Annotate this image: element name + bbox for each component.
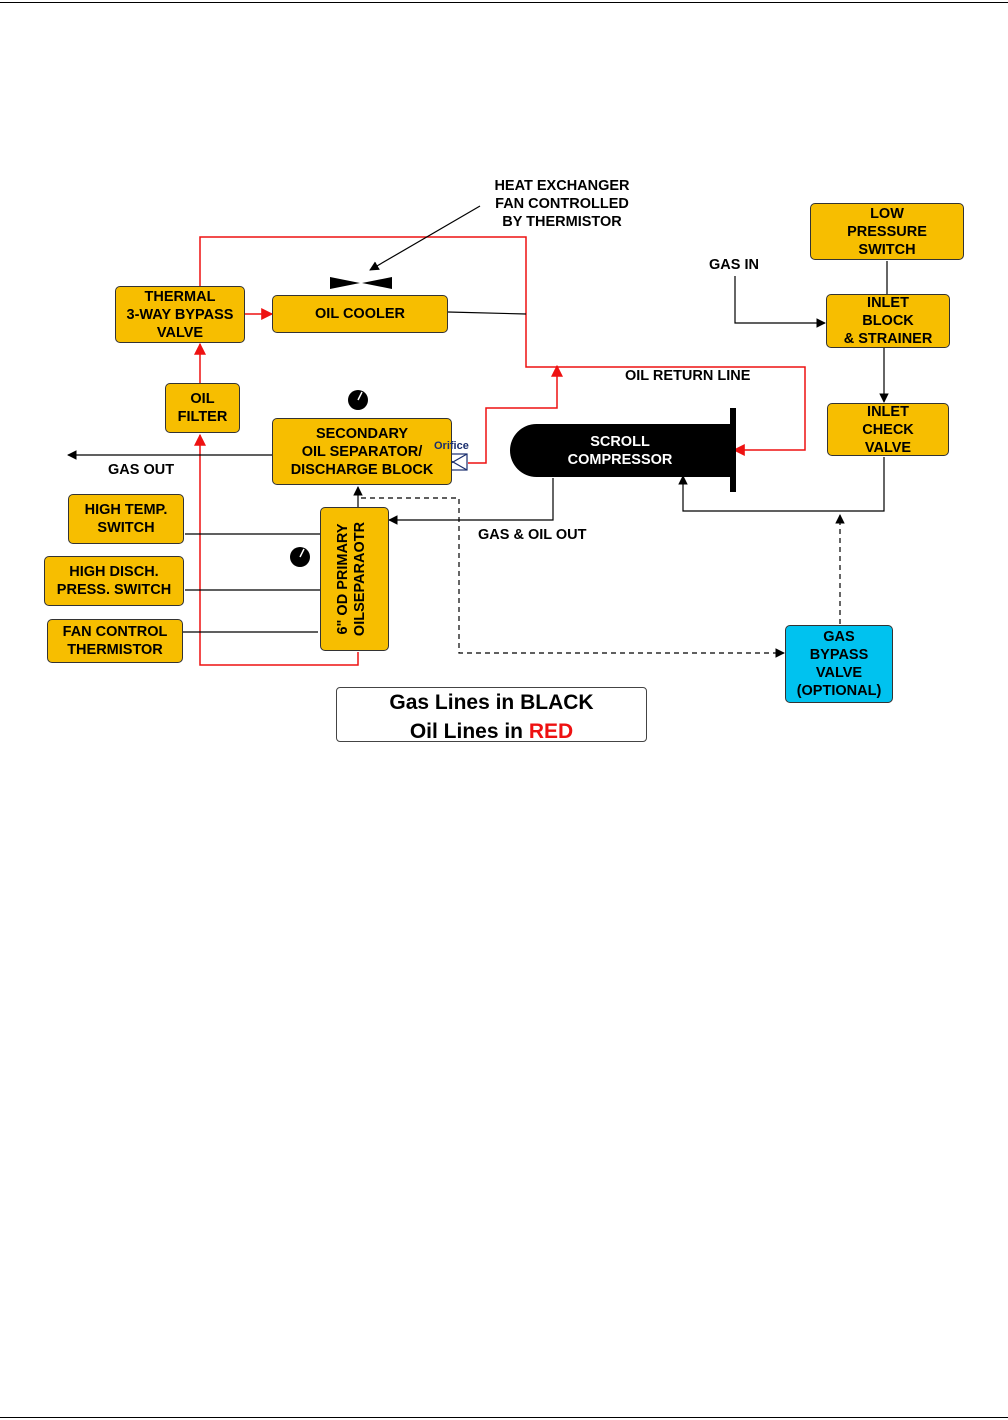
legend-gas-row: Gas Lines in BLACK xyxy=(389,691,594,714)
line-color-legend: Gas Lines in BLACK Oil Lines in RED xyxy=(336,687,647,743)
gas-line-compressor-out xyxy=(388,478,554,525)
gas-line-gas-in xyxy=(734,276,826,328)
oil-line-primary-to-filter xyxy=(194,433,359,666)
pressure-gauge-icon xyxy=(348,390,368,410)
primary-oil-separator-label: 6" OD PRIMARY OILSEPARAOTR xyxy=(334,521,368,637)
oil-line-top-loop xyxy=(199,236,806,456)
oil-line-orifice-return xyxy=(468,364,563,464)
oil-cooler: OIL COOLER xyxy=(272,295,448,333)
pressure-gauge-icon xyxy=(290,547,310,567)
inlet-block-strainer: INLET BLOCK & STRAINER xyxy=(826,294,950,348)
heat-exchanger-label: HEAT EXCHANGER FAN CONTROLLED BY THERMIS… xyxy=(494,178,630,230)
gas-oil-out-label: GAS & OIL OUT xyxy=(478,527,587,543)
secondary-oil-separator: SECONDARY OIL SEPARATOR/ DISCHARGE BLOCK xyxy=(272,418,452,485)
fan-control-thermistor: FAN CONTROL THERMISTOR xyxy=(47,619,183,663)
oil-return-line-label: OIL RETURN LINE xyxy=(625,368,751,384)
gas-lines xyxy=(67,205,889,633)
fan-icon xyxy=(330,277,392,289)
gas-in-label: GAS IN xyxy=(709,257,759,273)
high-temp-switch: HIGH TEMP. SWITCH xyxy=(68,494,184,544)
legend-oil-color: RED xyxy=(528,720,574,743)
line-cooler-to-return xyxy=(447,311,527,315)
legend-gas-color: BLACK xyxy=(520,691,594,714)
compressor-flange xyxy=(730,408,736,492)
high-disch-press-switch: HIGH DISCH. PRESS. SWITCH xyxy=(44,556,184,606)
thermal-bypass-valve: THERMAL 3-WAY BYPASS VALVE xyxy=(115,286,245,343)
legend-oil-row: Oil Lines in RED xyxy=(409,720,574,743)
orifice-label: Orifice xyxy=(434,440,469,452)
gas-line-check-to-compressor xyxy=(678,457,885,512)
gas-out-label: GAS OUT xyxy=(108,462,175,478)
low-pressure-switch: LOW PRESSURE SWITCH xyxy=(810,203,964,260)
top-page-rule xyxy=(0,2,1008,3)
primary-oil-separator: 6" OD PRIMARY OILSEPARAOTR xyxy=(320,507,389,651)
oil-lines xyxy=(194,236,806,666)
inlet-check-valve: INLET CHECK VALVE xyxy=(827,403,949,456)
bypass-line-to-valve xyxy=(361,497,785,658)
arrow-heat-exchanger xyxy=(369,205,481,271)
oil-filter: OIL FILTER xyxy=(165,383,240,433)
gas-bypass-valve: GAS BYPASS VALVE (OPTIONAL) xyxy=(785,625,893,703)
bottom-page-rule xyxy=(0,1417,1008,1418)
bypass-lines xyxy=(361,497,845,658)
scroll-compressor: SCROLL COMPRESSOR xyxy=(510,424,730,477)
